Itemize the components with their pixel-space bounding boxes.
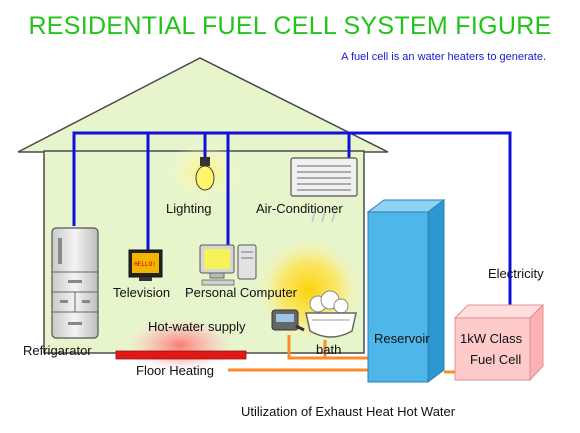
floor-heating-label: Floor Heating bbox=[136, 363, 215, 378]
personal-computer-icon bbox=[199, 244, 257, 286]
page-title: RESIDENTIAL FUEL CELL SYSTEM FIGURE bbox=[28, 12, 552, 40]
fuel-cell-label-line2: Fuel Cell bbox=[470, 352, 522, 367]
refrigerator-label: Refrigarator bbox=[23, 343, 92, 358]
television-icon: HELLO! bbox=[128, 249, 163, 281]
electricity-label: Electricity bbox=[488, 266, 544, 281]
hot-water-tap-icon bbox=[271, 309, 305, 332]
bath-tub-icon bbox=[305, 290, 357, 338]
fuel-cell-unit bbox=[453, 303, 545, 382]
fuel-cell-label-line1: 1kW Class bbox=[460, 331, 523, 346]
bath-label: bath bbox=[316, 342, 342, 357]
electric-lines bbox=[72, 131, 512, 305]
refrigerator-icon bbox=[51, 227, 99, 339]
main-electric-line bbox=[72, 131, 512, 305]
light-bulb-icon bbox=[195, 157, 215, 191]
air-conditioner-label: Air-Conditioner bbox=[256, 201, 343, 216]
hot-water-lines bbox=[228, 335, 457, 374]
television-label: Television bbox=[113, 285, 171, 300]
reservoir-to-house-pipe bbox=[287, 335, 370, 360]
reservoir-tank bbox=[366, 199, 446, 383]
page-subtitle: A fuel cell is an water heaters to gener… bbox=[341, 51, 546, 63]
hot-water-supply-label: Hot-water supply bbox=[148, 319, 246, 334]
personal-computer-label: Personal Computer bbox=[185, 285, 297, 300]
tv-screen-text: HELLO! bbox=[134, 261, 156, 268]
air-conditioner-icon bbox=[290, 157, 358, 223]
reservoir-label: Reservoir bbox=[374, 331, 430, 346]
lighting-label: Lighting bbox=[166, 201, 212, 216]
floor-heating-panel bbox=[115, 350, 247, 360]
exhaust-heat-caption: Utilization of Exhaust Heat Hot Water bbox=[241, 404, 456, 419]
